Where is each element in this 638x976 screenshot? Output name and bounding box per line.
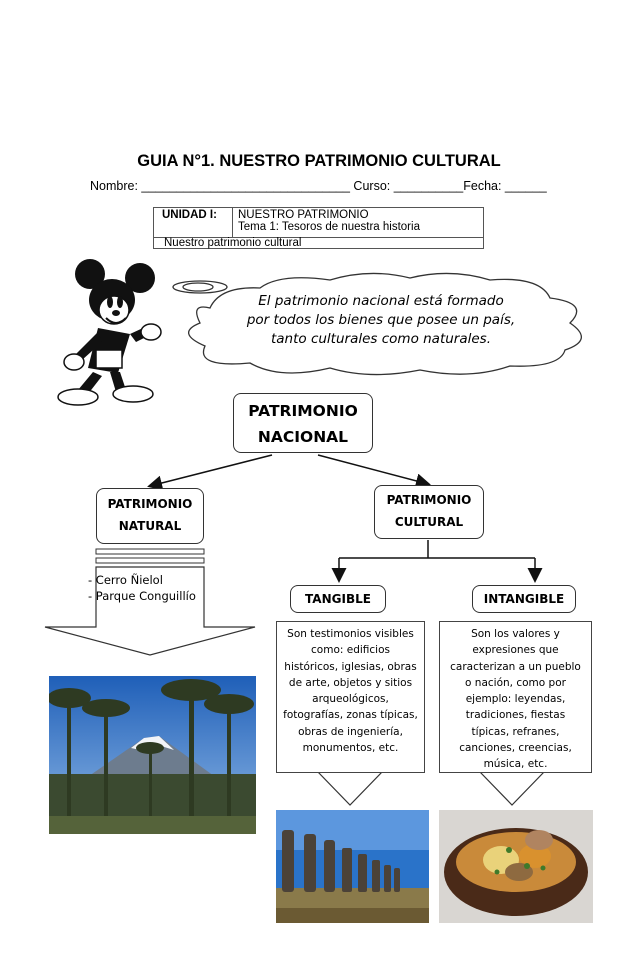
intangible-description: Son los valores y expresiones que caract… xyxy=(439,621,592,773)
page-title: GUIA N°1. NUESTRO PATRIMONIO CULTURAL xyxy=(137,152,501,170)
tangible-description: Son testimonios visibles como: edificios… xyxy=(276,621,425,773)
student-info-line[interactable]: Nombre: ______________________________ C… xyxy=(90,179,547,193)
intangible-box: INTANGIBLE xyxy=(472,585,576,613)
box-line: NATURAL xyxy=(118,519,182,533)
patrimonio-nacional-box: PATRIMONIO NACIONAL xyxy=(233,393,373,453)
unit-info: NUESTRO PATRIMONIO Tema 1: Tesoros de nu… xyxy=(238,209,420,233)
box-line: PATRIMONIO xyxy=(248,402,358,420)
natural-example: - Cerro Ñielol xyxy=(88,573,163,587)
natural-bar xyxy=(95,557,205,564)
natural-example: - Parque Conguillío xyxy=(88,589,196,603)
natural-down-arrow xyxy=(44,566,256,656)
tangible-down-arrow xyxy=(316,771,384,806)
table-divider xyxy=(154,237,483,238)
table-divider xyxy=(232,208,233,237)
arrow-to-cultural xyxy=(317,454,431,489)
bubble-line: por todos los bienes que posee un país, xyxy=(246,312,516,328)
moai-photo xyxy=(276,810,429,923)
unit-subtitle: Nuestro patrimonio cultural xyxy=(164,237,302,249)
unit-name: NUESTRO PATRIMONIO xyxy=(238,209,369,221)
intangible-down-arrow xyxy=(478,771,546,806)
cazuela-photo xyxy=(439,810,593,923)
arrow-to-natural xyxy=(147,454,273,491)
patrimonio-cultural-box: PATRIMONIO CULTURAL xyxy=(374,485,484,539)
box-line: NACIONAL xyxy=(257,428,349,446)
natural-examples: - Cerro Ñielol - Parque Conguillío xyxy=(88,572,196,604)
thought-bubble xyxy=(172,272,582,376)
unit-label: UNIDAD I: xyxy=(162,209,217,221)
box-line: PATRIMONIO xyxy=(386,493,472,507)
unit-table: UNIDAD I: NUESTRO PATRIMONIO Tema 1: Tes… xyxy=(153,207,484,249)
natural-bar xyxy=(95,548,205,555)
bubble-text: El patrimonio nacional está formado por … xyxy=(226,292,536,349)
patrimonio-natural-box: PATRIMONIO NATURAL xyxy=(96,488,204,544)
cartoon-mouse-illustration xyxy=(57,259,162,406)
bubble-line: tanto culturales como naturales. xyxy=(270,331,491,347)
bubble-line: El patrimonio nacional está formado xyxy=(258,293,504,309)
box-line: PATRIMONIO xyxy=(107,497,193,511)
araucaria-volcano-photo xyxy=(49,676,256,834)
unit-topic: Tema 1: Tesoros de nuestra historia xyxy=(238,221,420,233)
box-line: CULTURAL xyxy=(394,515,464,529)
tangible-box: TANGIBLE xyxy=(290,585,386,613)
